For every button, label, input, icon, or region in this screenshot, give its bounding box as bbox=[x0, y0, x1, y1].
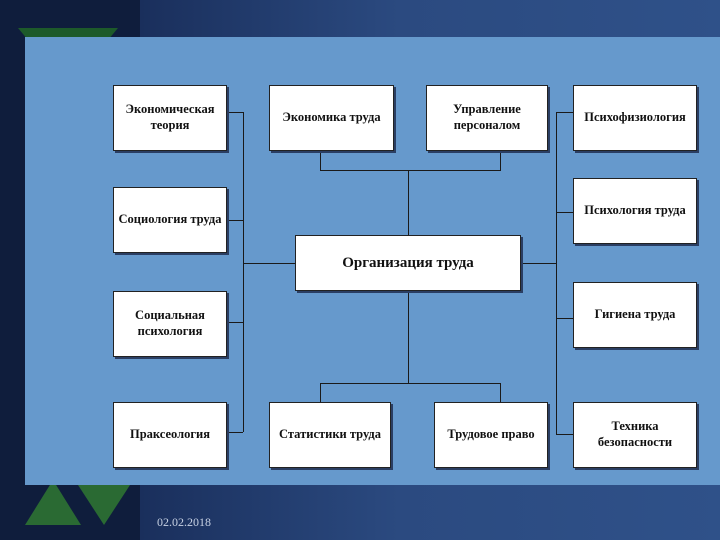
node-personnel-management: Управление персоналом bbox=[426, 85, 548, 151]
node-praxeology: Праксеология bbox=[113, 402, 227, 468]
connector-line bbox=[227, 322, 243, 323]
connector-line bbox=[243, 112, 244, 432]
node-safety-engineering: Техника безопасности bbox=[573, 402, 697, 468]
node-social-psychology: Социальная психология bbox=[113, 291, 227, 357]
connector-line bbox=[556, 112, 573, 113]
node-psychophysiology: Психофизиология bbox=[573, 85, 697, 151]
node-labor-organization: Организация труда bbox=[295, 235, 521, 291]
decor-triangle-bottom-left bbox=[25, 480, 81, 525]
connector-line bbox=[556, 112, 557, 434]
connector-line bbox=[320, 151, 321, 170]
connector-line bbox=[243, 263, 295, 264]
node-labor-psychology: Психология труда bbox=[573, 178, 697, 244]
slide-date: 02.02.2018 bbox=[157, 515, 211, 530]
node-economic-theory: Экономическая теория bbox=[113, 85, 227, 151]
connector-line bbox=[227, 220, 243, 221]
node-labor-economics: Экономика труда bbox=[269, 85, 394, 151]
connector-line bbox=[408, 170, 409, 235]
node-labor-statistics: Статистики труда bbox=[269, 402, 391, 468]
connector-line bbox=[556, 318, 573, 319]
connector-line bbox=[227, 112, 243, 113]
connector-line bbox=[320, 170, 501, 171]
connector-line bbox=[500, 383, 501, 402]
connector-line bbox=[408, 291, 409, 383]
decor-triangle-bottom-right bbox=[78, 485, 130, 525]
node-labor-hygiene: Гигиена труда bbox=[573, 282, 697, 348]
connector-line bbox=[320, 383, 501, 384]
connector-line bbox=[556, 434, 573, 435]
connector-line bbox=[227, 432, 243, 433]
connector-line bbox=[556, 212, 573, 213]
node-labor-law: Трудовое право bbox=[434, 402, 548, 468]
connector-line bbox=[521, 263, 556, 264]
connector-line bbox=[320, 383, 321, 402]
node-labor-sociology: Социология труда bbox=[113, 187, 227, 253]
connector-line bbox=[500, 151, 501, 170]
